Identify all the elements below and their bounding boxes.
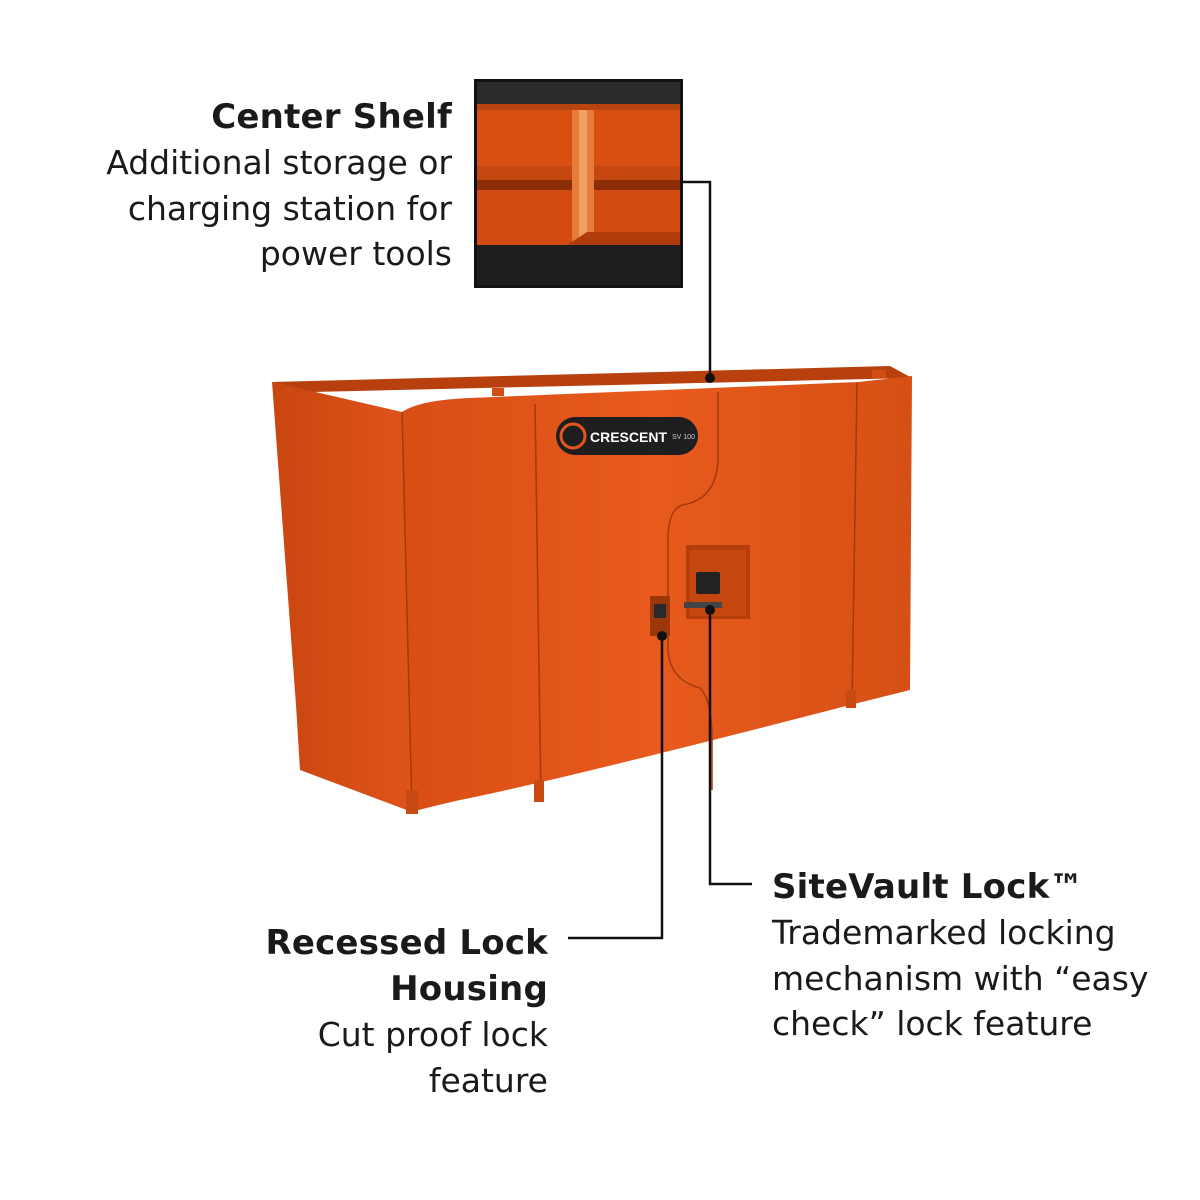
model-badge-text: SV 100 [672,434,695,441]
callout-description-line: mechanism with “easy [772,958,1149,998]
callout-description-line: power tools [259,234,452,274]
box-foot [534,780,544,802]
callout-center-shelf: Center Shelf Additional storage or charg… [60,94,452,277]
box-front-panel [402,376,912,812]
box-foot [406,790,418,814]
center-shelf-inset [474,79,683,288]
brand-badge [556,417,698,455]
callout-description-line: Cut proof lock [317,1015,548,1055]
brand-logo-icon [559,422,587,450]
center-shelf-image [477,82,680,285]
box-rim [272,366,912,392]
lock-plate [684,602,722,608]
box-seams [401,382,858,813]
callout-title: Center Shelf [211,97,452,137]
callout-description-line: Additional storage or [106,143,452,183]
callout-description-line: Trademarked locking [772,913,1116,953]
callout-description-line: check” lock feature [772,1004,1093,1044]
callout-title: SiteVault Lock™ [772,867,1084,907]
box-top-tab [872,370,886,378]
callout-title-line: Recessed Lock [265,923,548,963]
box-top-tab [492,388,504,396]
box-foot [846,690,856,708]
brand-label: CRESCENT [590,429,667,445]
callout-description: Additional storage or charging station f… [60,140,452,277]
callout-description: Cut proof lock feature [230,1012,548,1103]
box-left-side [272,382,412,812]
callout-description-line: charging station for [127,188,452,228]
lock-slot [654,604,666,618]
sitevault-lock-icon [696,572,720,594]
callout-description: Trademarked locking mechanism with “easy… [772,910,1192,1047]
callout-description-line: feature [428,1061,548,1100]
callout-recessed-lock-housing: Recessed Lock Housing Cut proof lock fea… [230,920,548,1104]
callout-title-line: Housing [390,969,548,1010]
callout-sitevault-lock: SiteVault Lock™ Trademarked locking mech… [772,864,1192,1047]
callout-title: Recessed Lock Housing [230,920,548,1012]
